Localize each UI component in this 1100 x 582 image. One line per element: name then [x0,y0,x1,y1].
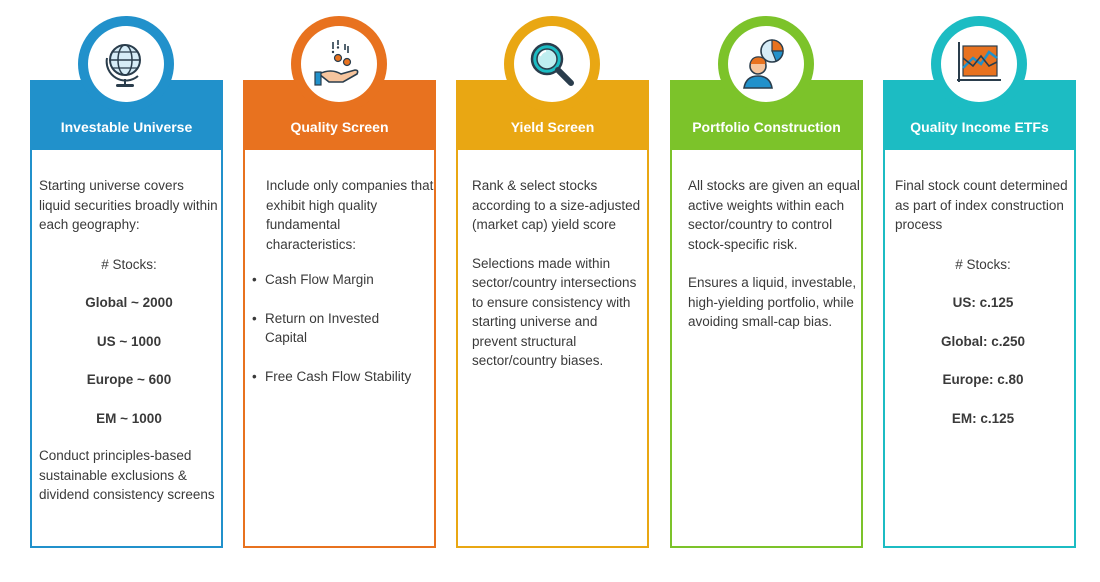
stocks-label: # Stocks: [955,256,1011,272]
step-intro: Starting universe covers liquid securiti… [39,178,218,232]
step-header: Quality Screen [243,80,436,150]
step-title: Yield Screen [510,119,595,135]
stock-count-global: Global ~ 2000 [85,295,173,310]
step-title: Quality Income ETFs [910,119,1049,135]
line-chart-icon [957,42,1001,82]
step-paragraph-2: Ensures a liquid, investable, high-yield… [688,275,857,329]
step-card: All stocks are given an equal active wei… [670,150,863,548]
icon-badge [718,16,814,112]
stock-count-em: EM ~ 1000 [96,410,162,426]
stock-count-us: US: c.125 [952,295,1014,310]
step-yield-screen: Yield Screen Rank & select stocks accord… [456,0,649,548]
icon-badge [78,16,174,112]
step-paragraph-1: All stocks are given an equal active wei… [688,178,860,252]
stock-count-global: Global: c.250 [940,333,1026,349]
step-title: Investable Universe [60,119,193,135]
step-card: Include only companies that exhibit high… [243,150,436,548]
icon-badge [931,16,1027,112]
step-intro: Final stock count determined as part of … [895,178,1068,232]
stock-count-europe: Europe: c.80 [942,372,1024,387]
list-item: Free Cash Flow Stability [252,367,420,387]
step-paragraph-1: Rank & select stocks according to a size… [472,178,641,232]
step-card: Starting universe covers liquid securiti… [30,150,223,548]
step-paragraph-2: Selections made within sector/country in… [472,255,637,369]
globe-icon [105,44,141,87]
step-card: Rank & select stocks according to a size… [456,150,649,548]
icon-badge [504,16,600,112]
icon-badge [291,16,387,112]
magnifier-icon [530,42,574,86]
stock-count-europe: Europe ~ 600 [86,372,172,387]
analyst-pie-chart-icon [743,39,784,89]
step-quality-income-etfs: Quality Income ETFs Final stock count de… [883,0,1076,548]
list-item: Cash Flow Margin [252,270,420,290]
hand-coins-icon [314,40,359,86]
step-intro: Include only companies that exhibit high… [266,178,434,252]
criteria-list: Cash Flow Margin Return on Invested Capi… [252,270,420,386]
step-title: Quality Screen [290,119,389,135]
stock-count-us: US ~ 1000 [96,333,162,349]
stocks-label: # Stocks: [101,256,157,272]
list-item: Return on Invested Capital [252,309,420,348]
stock-count-em: EM: c.125 [951,410,1015,426]
step-quality-screen: Quality Screen Include only companies th… [243,0,436,548]
step-card: Final stock count determined as part of … [883,150,1076,548]
step-outro: Conduct principles-based sustainable exc… [39,448,215,502]
step-portfolio-construction: Portfolio Construction All stocks are gi… [670,0,863,548]
step-title: Portfolio Construction [692,119,841,135]
step-investable-universe: Investable Universe Starting universe co… [30,0,223,548]
